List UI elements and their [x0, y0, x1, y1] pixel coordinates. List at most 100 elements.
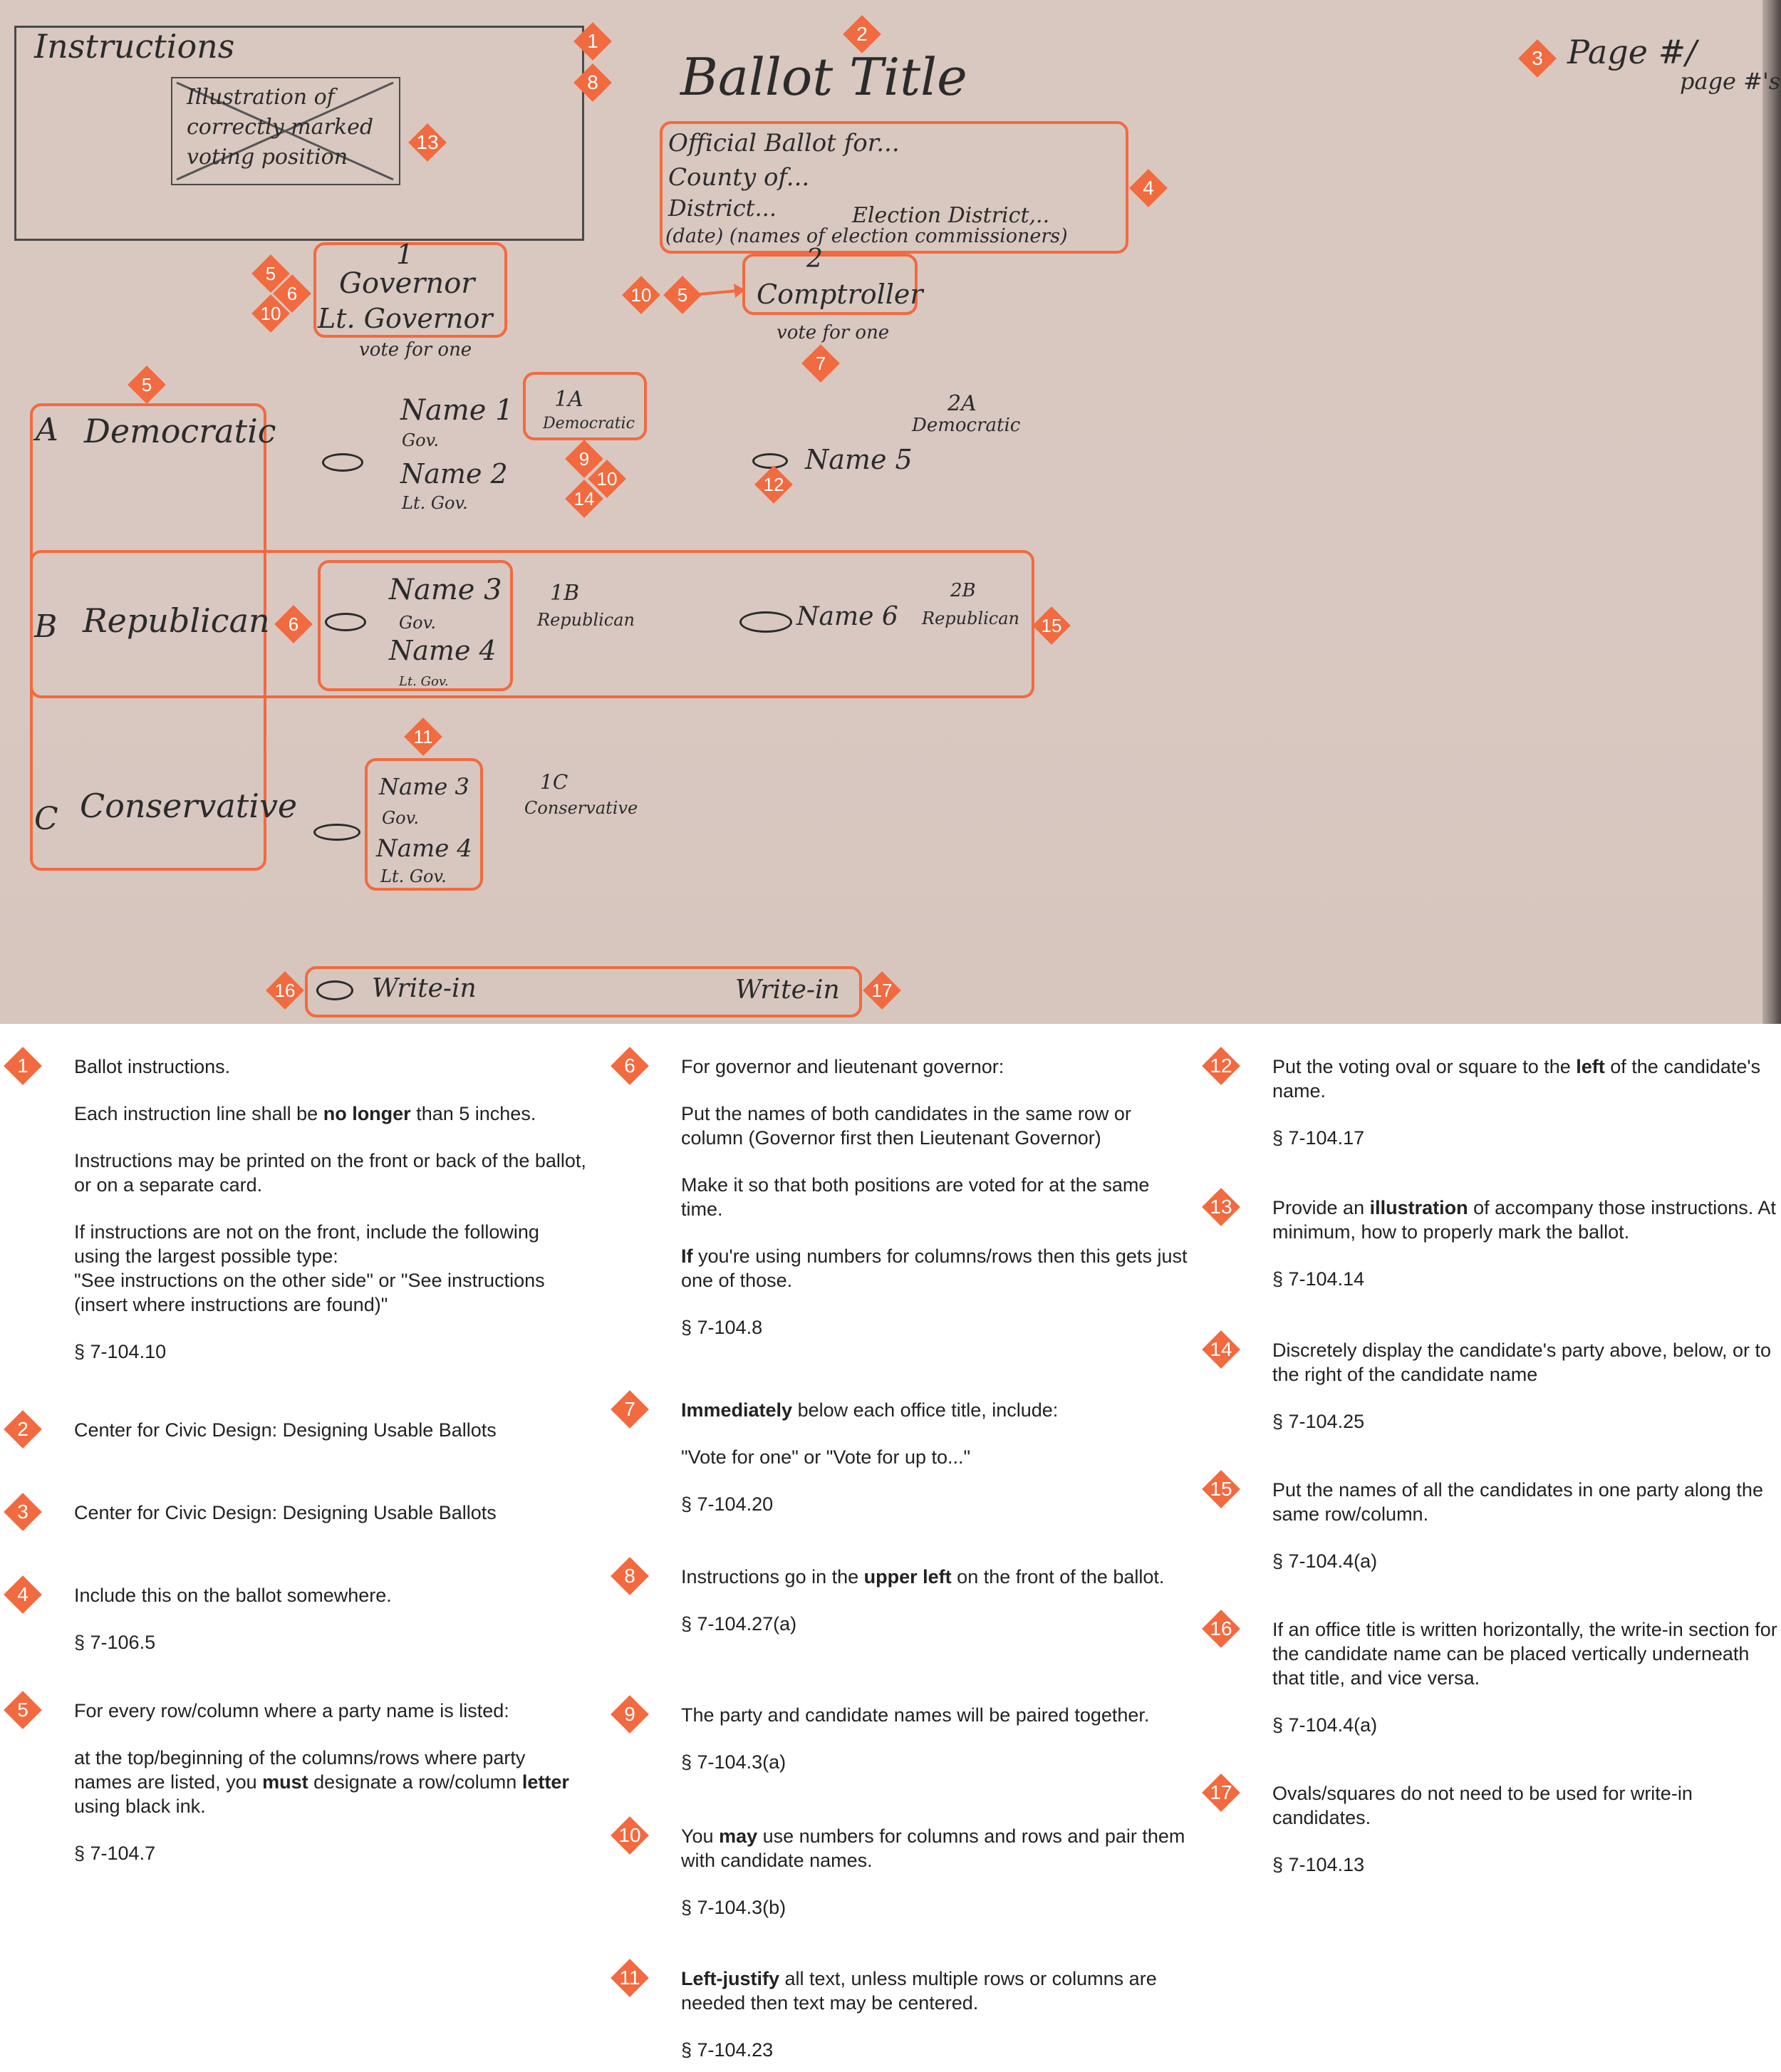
- callout-10-party: 10: [588, 460, 625, 497]
- candidate-role-gov-c: Gov.: [382, 808, 419, 828]
- callout-13: 13: [409, 124, 446, 161]
- note-17-paragraph: Ovals/squares do not need to be used for…: [1272, 1783, 1693, 1828]
- note-4-diamond: 4: [4, 1576, 41, 1613]
- ballot-title: Ballot Title: [680, 47, 967, 107]
- note-16-paragraph: § 7-104.4(a): [1272, 1714, 1378, 1736]
- note-6-paragraph: For governor and lieutenant governor:: [681, 1056, 1004, 1077]
- note-13-diamond: 13: [1203, 1188, 1240, 1226]
- party-label-1a-box: [523, 372, 647, 440]
- candidate-name-6: Name 6: [796, 602, 898, 631]
- voting-oval-1c[interactable]: [313, 824, 360, 841]
- note-9-paragraph: The party and candidate names will be pa…: [681, 1704, 1150, 1726]
- office-2-vote-for: vote for one: [777, 322, 890, 343]
- office-1-number: 1: [396, 239, 414, 270]
- gov-pair-1b-box: [318, 560, 513, 691]
- party-label-1b: Republican: [537, 610, 635, 630]
- note-4-paragraph: Include this on the ballot somewhere.: [74, 1585, 392, 1606]
- page-count-label: page #'s: [1680, 68, 1781, 95]
- note-13-paragraph: § 7-104.14: [1272, 1268, 1365, 1290]
- party-b-name: Republican: [83, 601, 270, 640]
- voting-oval-1b[interactable]: [325, 613, 366, 631]
- note-10-diamond: 10: [611, 1817, 648, 1854]
- office-1-vote-for: vote for one: [359, 339, 472, 361]
- note-15-paragraph: § 7-104.4(a): [1272, 1550, 1378, 1572]
- illustration-box: [171, 77, 400, 185]
- note-1-paragraph: Instructions may be printed on the front…: [74, 1150, 586, 1196]
- note-15-diamond: 15: [1203, 1471, 1240, 1508]
- note-10-paragraph: § 7-104.3(b): [681, 1897, 786, 1918]
- note-12-paragraph: Put the voting oval or square to the lef…: [1272, 1056, 1761, 1102]
- column-code-2a: 2A: [947, 391, 977, 416]
- note-6-paragraph: Make it so that both positions are voted…: [681, 1174, 1150, 1220]
- office-2-number: 2: [806, 244, 823, 274]
- party-b-letter: B: [34, 608, 58, 645]
- office-1-title: Governor: [339, 267, 475, 300]
- callout-10-office1: 10: [252, 295, 289, 332]
- party-label-1c: Conservative: [524, 798, 638, 818]
- note-5-paragraph: § 7-104.7: [74, 1843, 156, 1864]
- candidate-name-2: Name 2: [400, 458, 508, 489]
- note-1-paragraph: Ballot instructions.: [74, 1056, 231, 1077]
- note-16-paragraph: If an office title is written horizontal…: [1272, 1619, 1777, 1689]
- callout-15: 15: [1033, 607, 1070, 644]
- voting-oval-2b[interactable]: [739, 611, 792, 633]
- illustration-line-3: voting position: [187, 145, 348, 170]
- note-5-diamond: 5: [4, 1692, 41, 1729]
- note-3-paragraph: Center for Civic Design: Designing Usabl…: [74, 1502, 497, 1523]
- callout-1: 1: [574, 23, 611, 60]
- write-in-left-label: Write-in: [372, 974, 477, 1003]
- callout-17: 17: [863, 972, 900, 1009]
- illustration-line-2: correctly marked: [187, 115, 374, 140]
- note-14-paragraph: § 7-104.25: [1272, 1411, 1365, 1432]
- page-number-label: Page #/: [1567, 33, 1697, 71]
- office-2-box: [742, 254, 918, 315]
- instructions-label: Instructions: [34, 27, 235, 66]
- note-17-diamond: 17: [1203, 1774, 1240, 1811]
- callout-2: 2: [843, 16, 881, 53]
- note-12-paragraph: § 7-104.17: [1272, 1127, 1365, 1149]
- callout-14: 14: [566, 480, 603, 517]
- write-in-right-label: Write-in: [735, 975, 840, 1005]
- callout-6-row: 6: [275, 606, 312, 643]
- candidate-role-ltgov-c: Lt. Gov.: [380, 866, 447, 886]
- callout-11: 11: [405, 718, 442, 755]
- callout-5-office1: 5: [252, 255, 289, 292]
- candidate-name-5: Name 5: [805, 444, 913, 475]
- party-label-1a: Democratic: [543, 415, 635, 432]
- note-10-paragraph: You may use numbers for columns and rows…: [681, 1825, 1185, 1871]
- note-11-paragraph: § 7-104.23: [681, 2039, 774, 2061]
- note-7-paragraph: § 7-104.20: [681, 1493, 774, 1515]
- ballot-header-box: [660, 121, 1128, 254]
- callout-16: 16: [266, 972, 303, 1009]
- candidate-role-ltgov-b: Lt. Gov.: [399, 675, 449, 687]
- party-label-2a: Democratic: [912, 415, 1021, 436]
- note-11-diamond: 11: [611, 1959, 648, 1996]
- note-11-paragraph: Left-justify all text, unless multiple r…: [681, 1968, 1157, 2014]
- voting-oval-1a[interactable]: [322, 453, 363, 472]
- write-in-oval[interactable]: [316, 980, 353, 1000]
- party-a-name: Democratic: [84, 412, 276, 450]
- note-7-diamond: 7: [611, 1391, 648, 1428]
- callout-4: 4: [1130, 170, 1167, 207]
- column-code-1b: 1B: [550, 581, 580, 606]
- office-1-subtitle: Lt. Governor: [318, 303, 493, 334]
- note-5-paragraph: at the top/beginning of the columns/rows…: [74, 1747, 569, 1817]
- header-line-date: (date) (names of election commissioners): [665, 225, 1068, 247]
- candidate-name-3: Name 3: [389, 574, 502, 606]
- note-4-paragraph: § 7-106.5: [74, 1632, 156, 1653]
- note-7-paragraph: "Vote for one" or "Vote for up to...": [681, 1446, 971, 1468]
- note-2-paragraph: Center for Civic Design: Designing Usabl…: [74, 1419, 497, 1441]
- candidate-role-ltgov-a: Lt. Gov.: [402, 493, 468, 513]
- candidate-role-gov-a: Gov.: [402, 430, 439, 450]
- callout-6-office1: 6: [274, 275, 311, 312]
- instructions-box: [14, 26, 584, 241]
